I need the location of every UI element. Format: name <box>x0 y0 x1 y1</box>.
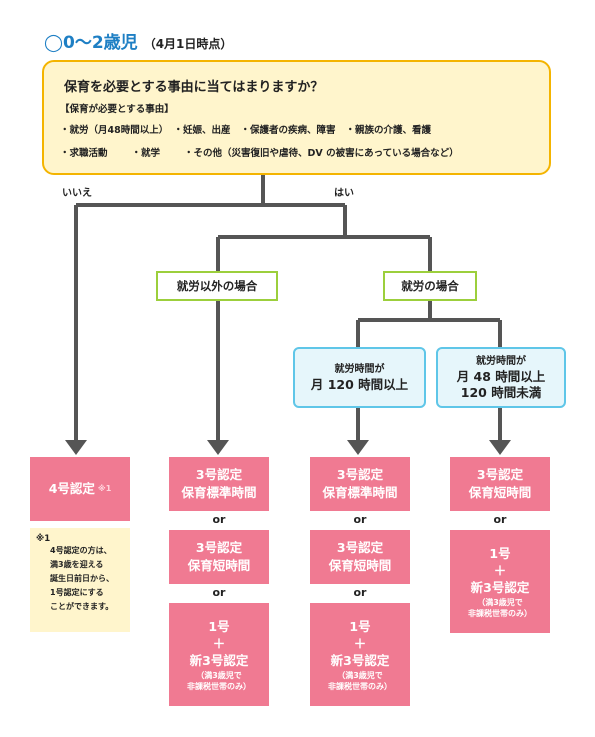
hours-over-120-line1: 就労時間が <box>334 363 385 375</box>
question-box: 保育を必要とする事由に当てはまりますか？ 【保育が必要とする事由】 ・就労（月4… <box>42 60 551 175</box>
arrowhead-over120 <box>347 440 369 455</box>
cert1-new3-box-nonwork: 1号 ＋ 新3号認定 （満3歳児で 非課税世帯のみ） <box>169 603 269 706</box>
reason-item: ・就労（月48時間以上） <box>60 125 164 136</box>
page-title: ◯0〜2歳児 （4月1日時点） <box>44 28 232 53</box>
hours-between-line2: 月 48 時間以上 <box>456 368 546 384</box>
cert3-short-box-part-time: 3号認定 保育短時間 <box>450 457 550 511</box>
new-cert3-label: 新3号認定 <box>470 579 530 595</box>
or-label: or <box>353 586 367 599</box>
hours-between-line3: 120 時間未満 <box>460 384 542 400</box>
reasons-heading: 【保育が必要とする事由】 <box>60 104 174 115</box>
footnote-line: ことができます。 <box>50 602 114 611</box>
cert3-short-box-work: 3号認定 保育短時間 <box>310 530 410 584</box>
reason-item: ・求職活動 <box>60 148 108 159</box>
reason-item: ・妊娠、出産 <box>173 125 231 136</box>
plus-sign: ＋ <box>353 635 367 651</box>
hours-over-120-line2: 月 120 時間以上 <box>310 376 409 392</box>
short-hours-label: 保育短時間 <box>468 485 532 500</box>
condition-note: （満3歳児で <box>196 670 242 680</box>
reason-item: ・その他（災害復旧や虐待、DV の被害にあっている場合など） <box>184 148 459 159</box>
reasons-row-2: ・求職活動 ・就学 ・その他（災害復旧や虐待、DV の被害にあっている場合など） <box>60 145 535 159</box>
footnote-box: ※1 4号認定の方は、 満3歳を迎える 誕生日前日から、 1号認定にする ことが… <box>30 528 130 632</box>
question-text: 保育を必要とする事由に当てはまりますか？ <box>64 80 324 95</box>
standard-hours-label: 保育標準時間 <box>181 485 257 500</box>
arrowhead-nonwork <box>207 440 229 455</box>
hours-between-line1: 就労時間が <box>476 355 526 367</box>
cert1-label: 1号 <box>349 618 371 634</box>
condition-note: （満3歳児で <box>477 597 523 607</box>
title-main: ◯0〜2歳児 <box>44 33 138 53</box>
reason-item: ・保護者の疾病、障害 <box>240 125 336 136</box>
cert4-footnote-mark: ※1 <box>97 484 112 493</box>
hours-48-to-120-box: 就労時間が 月 48 時間以上 120 時間未満 <box>436 347 566 408</box>
arrowhead-cert4 <box>65 440 87 455</box>
arrowhead-between <box>489 440 511 455</box>
footnote-line: 満3歳を迎える <box>50 560 104 569</box>
hours-over-120-box: 就労時間が 月 120 時間以上 <box>293 347 426 408</box>
footnote-mark: ※1 <box>36 534 51 544</box>
cert1-new3-box-part-time: 1号 ＋ 新3号認定 （満3歳児で 非課税世帯のみ） <box>450 530 550 633</box>
cert4-label: 4号認定 <box>48 481 95 496</box>
new-cert3-label: 新3号認定 <box>330 652 390 668</box>
condition-note: 非課税世帯のみ） <box>468 608 532 618</box>
cert3-standard-box-nonwork: 3号認定 保育標準時間 <box>169 457 269 511</box>
branch-no-label: いいえ <box>62 188 92 199</box>
or-label: or <box>212 513 226 526</box>
new-cert3-label: 新3号認定 <box>189 652 249 668</box>
condition-note: 非課税世帯のみ） <box>187 681 251 691</box>
cert3-standard-box-work: 3号認定 保育標準時間 <box>310 457 410 511</box>
reason-item: ・就学 <box>131 148 161 159</box>
plus-sign: ＋ <box>493 562 507 578</box>
short-hours-label: 保育短時間 <box>187 558 251 573</box>
branch-yes-label: はい <box>334 188 354 199</box>
footnote-line: 1号認定にする <box>50 588 104 597</box>
non-work-category-box: 就労以外の場合 <box>156 271 278 301</box>
plus-sign: ＋ <box>212 635 226 651</box>
cert1-label: 1号 <box>489 545 511 561</box>
reason-item: ・親族の介護、看護 <box>345 125 432 136</box>
title-date-note: （4月1日時点） <box>143 37 233 51</box>
footnote-line: 誕生日前日から、 <box>50 574 114 583</box>
standard-hours-label: 保育標準時間 <box>322 485 398 500</box>
cert1-label: 1号 <box>208 618 230 634</box>
condition-note: （満3歳児で <box>337 670 383 680</box>
cert3-label: 3号認定 <box>195 540 243 555</box>
cert3-label: 3号認定 <box>336 540 384 555</box>
condition-note: 非課税世帯のみ） <box>328 681 392 691</box>
cert1-new3-box-work: 1号 ＋ 新3号認定 （満3歳児で 非課税世帯のみ） <box>310 603 410 706</box>
cert3-label: 3号認定 <box>195 467 243 482</box>
or-label: or <box>212 586 226 599</box>
or-label: or <box>493 513 507 526</box>
cert4-box: 4号認定※1 <box>30 457 130 521</box>
or-label: or <box>353 513 367 526</box>
reasons-row-1: ・就労（月48時間以上） ・妊娠、出産・保護者の疾病、障害・親族の介護、看護 <box>60 122 535 136</box>
cert3-short-box-nonwork: 3号認定 保育短時間 <box>169 530 269 584</box>
cert3-label: 3号認定 <box>476 467 524 482</box>
short-hours-label: 保育短時間 <box>328 558 392 573</box>
work-category-box: 就労の場合 <box>383 271 477 301</box>
cert3-label: 3号認定 <box>336 467 384 482</box>
footnote-line: 4号認定の方は、 <box>50 546 112 555</box>
